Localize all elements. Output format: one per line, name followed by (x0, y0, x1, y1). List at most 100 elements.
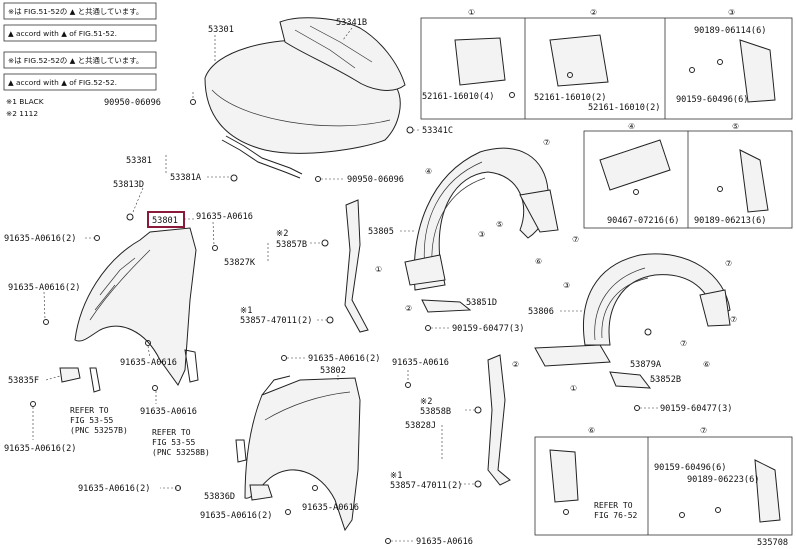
note-text-4: ▲ accord with ▲ of FIG.52-52. (8, 78, 117, 87)
refer-1-line-3: (PNC 53257B) (70, 426, 128, 435)
bolt-53813D[interactable] (126, 213, 134, 221)
clip-90950-b[interactable] (315, 176, 321, 182)
label-90189-b: 90189-06213(6) (694, 216, 766, 226)
circle-num-53805-4: ④ (425, 167, 432, 176)
hood-inner-53341B[interactable] (279, 17, 406, 91)
bracket-53836D[interactable] (249, 484, 273, 501)
detail-1-part (454, 37, 506, 86)
bolt-91635-b[interactable] (94, 235, 100, 241)
liner-53806-ribs (594, 267, 649, 341)
fender-panel-53802[interactable] (244, 377, 361, 532)
label-91635-k: 91635-A0616(2) (200, 511, 272, 521)
detail-3-part (739, 39, 776, 103)
fender-panel-53801[interactable] (74, 227, 197, 386)
label-52161-c: 52161-16010(2) (588, 103, 660, 113)
bracket-53851D[interactable] (421, 299, 472, 313)
refer-2-line-2: FIG 53-55 (152, 438, 196, 447)
fender-crease-left (89, 249, 151, 321)
clip-53857-47011-a[interactable] (326, 316, 334, 324)
label-figcode: 535708 (757, 538, 788, 548)
label-90159-d: 90159-60496(6) (654, 463, 726, 473)
bolt-90159-b[interactable] (634, 405, 640, 411)
circle-num-box-5: ⑤ (732, 122, 739, 131)
note-text-5: ※1 BLACK (6, 97, 44, 106)
bracket-53835F[interactable] (59, 367, 81, 383)
bolt-91635-f[interactable] (30, 401, 36, 407)
note-box-4 (3, 73, 157, 91)
fender-right-group (160, 354, 511, 544)
note-box-2 (3, 24, 157, 42)
bolt-91635-k[interactable] (285, 509, 291, 515)
clip-53341C[interactable] (406, 126, 414, 134)
label-52161-b: 52161-16010(2) (534, 93, 606, 103)
detail-boxes-bottom (534, 436, 793, 536)
circle-num-53805-6: ⑥ (535, 257, 542, 266)
label-90950-a: 90950-06096 (104, 98, 161, 108)
label-53381: 53381 (126, 156, 152, 166)
clip-53879A[interactable] (644, 328, 652, 336)
hood-group (165, 17, 420, 182)
liner-53805-group (400, 147, 559, 331)
bolt-91635-h[interactable] (405, 382, 411, 388)
refer-1-line-2: FIG 53-55 (70, 416, 114, 425)
note-text-2: ▲ accord with ▲ of FIG.51-52. (8, 29, 117, 38)
label-52161-a: 52161-16010(4) (422, 92, 494, 102)
hood-inner-frame (294, 25, 373, 69)
circle-num-53805-5: ⑤ (496, 220, 503, 229)
label-x1a: ※1 (240, 306, 252, 316)
bolt-91635-e[interactable] (152, 385, 158, 391)
bracket-53852B[interactable] (609, 371, 652, 389)
label-53341B: 53341B (336, 18, 367, 28)
hood-seal-outline (225, 135, 303, 175)
bolt-91635-g[interactable] (281, 355, 287, 361)
label-53851D: 53851D (466, 298, 497, 308)
detail-5-clip (717, 186, 723, 192)
wheel-liner-53806[interactable] (583, 253, 731, 346)
circle-num-53805-7b: ⑦ (572, 235, 579, 244)
circle-num-53805-1: ① (375, 265, 382, 274)
label-91635-i: 91635-A0616(2) (78, 484, 150, 494)
hood-seal-53381[interactable] (221, 139, 301, 179)
clip-53381A[interactable] (230, 174, 238, 182)
circle-num-box-2: ② (590, 8, 597, 17)
circle-num-53806-2: ② (512, 360, 519, 369)
bolt-91635-c[interactable] (43, 319, 49, 325)
detail-1-clip (509, 92, 515, 98)
liner-53805-rear-panel (519, 189, 559, 233)
label-53858B: 53858B (420, 407, 451, 417)
bracket-53258B[interactable] (235, 439, 247, 463)
circle-num-53805-2: ② (405, 304, 412, 313)
seal-53828J[interactable] (487, 354, 511, 486)
label-53805: 53805 (368, 227, 394, 237)
label-x2b: ※2 (420, 397, 432, 407)
label-53301: 53301 (208, 25, 234, 35)
label-91635-f: 91635-A0616(2) (4, 444, 76, 454)
label-90159-c: 90159-60496(6) (676, 95, 748, 105)
note-text-3: ※は FIG.52-52の ▲ と共通しています。 (8, 56, 143, 65)
bolt-91635-l[interactable] (385, 538, 391, 544)
seal-53827K[interactable] (344, 199, 369, 333)
detail-7-part (754, 459, 781, 523)
bolt-90950-a[interactable] (190, 99, 196, 105)
bolt-91635-j[interactable] (312, 485, 318, 491)
label-53802: 53802 (320, 366, 346, 376)
fender-left-group (30, 187, 218, 440)
bolt-90159-a[interactable] (425, 325, 431, 331)
circle-num-53806-3: ③ (563, 281, 570, 290)
clip-53857-47011-b[interactable] (474, 480, 482, 488)
label-90189-c: 90189-06223(6) (687, 475, 759, 485)
label-91635-a: 91635-A0616 (196, 212, 253, 222)
bolt-91635-a[interactable] (212, 245, 218, 251)
note-text-1: ※は FIG.51-52の ▲ と共通しています。 (8, 7, 143, 16)
label-53835F: 53835F (8, 376, 39, 386)
bolt-91635-d[interactable] (145, 340, 151, 346)
bracket-53257B[interactable] (89, 367, 101, 393)
lead-53341B (342, 27, 353, 41)
circle-num-box-6: ⑥ (588, 426, 595, 435)
clip-53857B[interactable] (321, 239, 329, 247)
label-90467: 90467-07216(6) (607, 216, 679, 226)
clip-53858B[interactable] (474, 406, 482, 414)
liner-53805-ribs (423, 161, 486, 271)
lead-53835F (45, 375, 61, 381)
